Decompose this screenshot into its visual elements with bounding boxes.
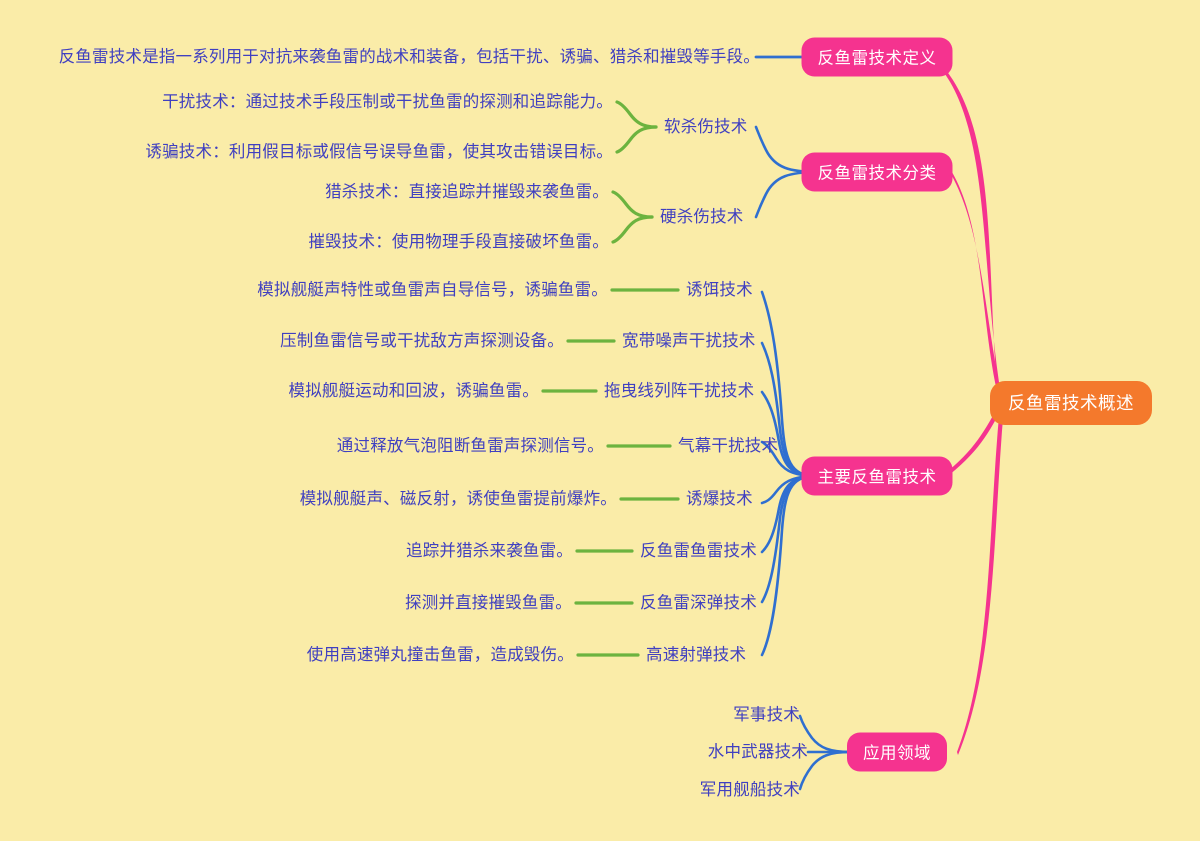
branch-node-main-technologies-label: 主要反鱼雷技术 <box>817 468 937 487</box>
leaf-towed-array-jamming-0: 模拟舰艇运动和回波，诱骗鱼雷。 <box>288 381 539 400</box>
child-label-anti-torpedo-torpedo: 反鱼雷鱼雷技术 <box>640 541 757 560</box>
leaf-soft-kill-0: 干扰技术：通过技术手段压制或干扰鱼雷的探测和追踪能力。 <box>162 92 613 111</box>
branch-node-classification[interactable]: 反鱼雷技术分类 <box>801 152 953 192</box>
leaf-anti-torpedo-torpedo-0: 追踪并猎杀来袭鱼雷。 <box>406 541 573 560</box>
branch-node-definition[interactable]: 反鱼雷技术定义 <box>801 37 953 77</box>
edge-root-to-definition <box>935 58 1002 402</box>
leaf-high-speed-projectile-0: 使用高速弹丸撞击鱼雷，造成毁伤。 <box>306 645 574 664</box>
edge-main-to-child-6 <box>760 474 818 604</box>
branch-node-definition-label: 反鱼雷技术定义 <box>817 49 937 68</box>
leaf-application-fields-0: 军事技术 <box>733 705 800 724</box>
edge-root-to-classification <box>952 172 1003 403</box>
leaf-definition-description: 反鱼雷技术是指一系列用于对抗来袭鱼雷的战术和装备，包括干扰、诱骗、猎杀和摧毁等手… <box>58 47 760 66</box>
edge-main-to-child-7 <box>760 474 818 657</box>
leaf-induced-detonation-0: 模拟舰艇声、磁反射，诱使鱼雷提前爆炸。 <box>299 489 617 508</box>
root-node-label: 反鱼雷技术概述 <box>1008 393 1134 413</box>
child-label-broadband-noise-jamming: 宽带噪声干扰技术 <box>622 331 756 350</box>
leaf-application-fields-2: 军用舰船技术 <box>699 780 800 799</box>
leaf-broadband-noise-jamming-0: 压制鱼雷信号或干扰敌方声探测设备。 <box>280 331 564 350</box>
branch-node-classification-label: 反鱼雷技术分类 <box>817 164 937 183</box>
branch-node-main-technologies[interactable]: 主要反鱼雷技术 <box>801 456 953 496</box>
leaf-application-fields-1: 水中武器技术 <box>707 742 808 761</box>
child-label-anti-torpedo-depth-charge: 反鱼雷深弹技术 <box>640 593 757 612</box>
edge-hard-kill-to-leaf-0 <box>611 190 654 219</box>
root-node[interactable]: 反鱼雷技术概述 <box>990 381 1152 425</box>
leaf-anti-torpedo-depth-charge-0: 探测并直接摧毁鱼雷。 <box>405 593 572 612</box>
edge-main-to-child-1 <box>760 341 818 478</box>
leaf-soft-kill-1: 诱骗技术：利用假目标或假信号误导鱼雷，使其攻击错误目标。 <box>145 142 613 161</box>
child-label-induced-detonation: 诱爆技术 <box>686 489 753 508</box>
child-label-high-speed-projectile: 高速射弹技术 <box>646 645 747 664</box>
leaf-hard-kill-1: 摧毁技术：使用物理手段直接破坏鱼雷。 <box>308 232 609 251</box>
branch-node-application-fields[interactable]: 应用领域 <box>847 732 947 772</box>
leaf-bubble-curtain-jamming-0: 通过释放气泡阻断鱼雷声探测信号。 <box>336 436 604 455</box>
leaf-decoy-0: 模拟舰艇声特性或鱼雷声自导信号，诱骗鱼雷。 <box>257 280 608 299</box>
child-label-soft-kill: 软杀伤技术 <box>664 117 748 136</box>
branch-node-application-fields-label: 应用领域 <box>863 744 931 763</box>
edge-root-to-application-fields <box>957 405 1004 755</box>
edge-soft-kill-to-leaf-0 <box>615 100 658 129</box>
child-label-decoy: 诱饵技术 <box>686 280 753 299</box>
child-label-bubble-curtain-jamming: 气幕干扰技术 <box>678 436 779 455</box>
edge-soft-kill-to-leaf-1 <box>615 125 658 154</box>
child-label-hard-kill: 硬杀伤技术 <box>660 207 744 226</box>
child-label-towed-array-jamming: 拖曳线列阵干扰技术 <box>604 381 755 400</box>
leaf-hard-kill-0: 猎杀技术：直接追踪并摧毁来袭鱼雷。 <box>325 182 609 201</box>
edge-hard-kill-to-leaf-1 <box>611 215 654 244</box>
